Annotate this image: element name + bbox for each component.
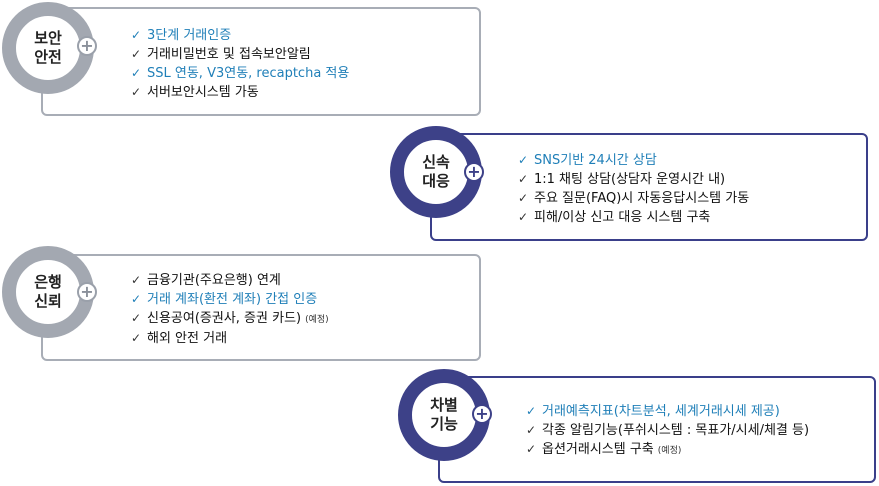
security-card: [41, 7, 481, 116]
list-item: ✓신용공여(증권사, 증권 카드)(예정): [131, 309, 329, 329]
bank-trust-badge: 은행 신뢰: [2, 246, 94, 338]
check-icon: ✓: [131, 331, 142, 345]
note-label: (예정): [305, 315, 329, 325]
bank-trust-badge-label: 은행 신뢰: [19, 263, 77, 321]
bank-trust-item-list: ✓금융기관(주요은행) 연계 ✓거래 계좌(환전 계좌) 간접 인증 ✓신용공여…: [131, 271, 329, 348]
features-title-line1: 차별: [430, 396, 458, 414]
security-badge-label: 보안 안전: [19, 19, 77, 77]
check-icon: ✓: [518, 210, 529, 224]
features-item-list: ✓거래예측지표(차트분석, 세계거래시세 제공) ✓각종 알림기능(푸쉬시스템 …: [526, 402, 809, 460]
plus-icon: +: [472, 404, 492, 424]
plus-icon: +: [77, 282, 97, 302]
check-icon: ✓: [131, 47, 142, 61]
security-title-line2: 안전: [34, 48, 62, 66]
check-icon: ✓: [131, 85, 142, 99]
check-icon: ✓: [526, 423, 537, 437]
features-badge: 차별 기능: [398, 369, 490, 461]
response-badge-label: 신속 대응: [407, 143, 465, 201]
check-icon: ✓: [131, 292, 142, 306]
security-item-list: ✓3단계 거래인증 ✓거래비밀번호 및 접속보안알림 ✓SSL 연동, V3연동…: [131, 26, 349, 102]
plus-icon: +: [464, 162, 484, 182]
list-item: ✓거래예측지표(차트분석, 세계거래시세 제공): [526, 404, 780, 419]
response-item-list: ✓SNS기반 24시간 상담 ✓1:1 채팅 상담(상담자 운영시간 내) ✓주…: [518, 151, 749, 227]
list-item: ✓1:1 채팅 상담(상담자 운영시간 내): [518, 172, 726, 187]
list-item: ✓거래비밀번호 및 접속보안알림: [131, 47, 311, 62]
features-title-line2: 기능: [430, 415, 458, 433]
bank-trust-title-line2: 신뢰: [34, 292, 62, 310]
check-icon: ✓: [526, 404, 537, 418]
features-badge-label: 차별 기능: [415, 386, 473, 444]
response-card: [430, 133, 868, 241]
response-badge: 신속 대응: [390, 126, 482, 218]
list-item: ✓3단계 거래인증: [131, 28, 232, 43]
list-item: ✓서버보안시스템 가동: [131, 85, 259, 100]
check-icon: ✓: [131, 311, 142, 325]
list-item: ✓옵션거래시스템 구축(예정): [526, 440, 809, 460]
check-icon: ✓: [526, 442, 537, 456]
bank-trust-title-line1: 은행: [34, 273, 62, 291]
list-item: ✓SNS기반 24시간 상담: [518, 153, 657, 168]
plus-icon: +: [77, 36, 97, 56]
list-item: ✓SSL 연동, V3연동, recaptcha 적용: [131, 66, 350, 81]
list-item: ✓해외 안전 거래: [131, 331, 228, 346]
list-item: ✓주요 질문(FAQ)시 자동응답시스템 가동: [518, 191, 750, 206]
list-item: ✓금융기관(주요은행) 연계: [131, 273, 281, 288]
check-icon: ✓: [518, 153, 529, 167]
list-item: ✓거래 계좌(환전 계좌) 간접 인증: [131, 292, 318, 307]
bank-trust-card: [41, 254, 481, 361]
response-title-line1: 신속: [422, 153, 450, 171]
features-card: [438, 376, 876, 483]
check-icon: ✓: [518, 172, 529, 186]
check-icon: ✓: [131, 66, 142, 80]
response-title-line2: 대응: [422, 172, 450, 190]
check-icon: ✓: [131, 273, 142, 287]
security-title-line1: 보안: [34, 29, 62, 47]
note-label: (예정): [657, 446, 682, 456]
check-icon: ✓: [131, 28, 142, 42]
check-icon: ✓: [518, 191, 529, 205]
list-item: ✓각종 알림기능(푸쉬시스템 : 목표가/시세/체결 등): [526, 423, 810, 438]
list-item: ✓피해/이상 신고 대응 시스템 구축: [518, 210, 711, 225]
security-badge: 보안 안전: [2, 2, 94, 94]
